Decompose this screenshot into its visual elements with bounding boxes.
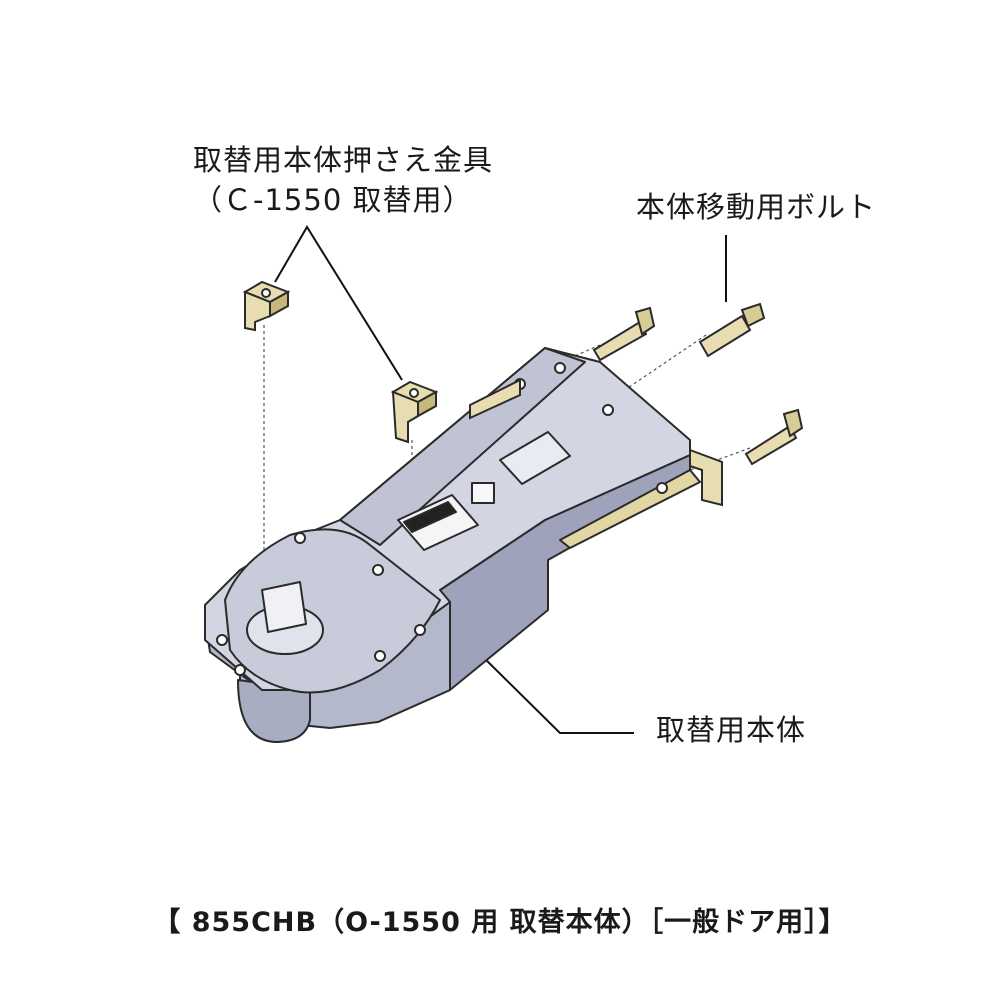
bolt-spacer	[698, 302, 766, 358]
replacement-body	[204, 347, 701, 743]
end-bracket	[469, 378, 723, 507]
body-cylinder	[237, 679, 311, 743]
body-holes	[216, 362, 668, 676]
bolt-right	[744, 408, 804, 466]
body-label-plate	[397, 494, 479, 551]
retainer-label-line1: 取替用本体押さえ金具	[193, 143, 494, 177]
retainer-label-line2: （Ｃ-1550 取替用）	[193, 183, 473, 217]
body-label-band	[403, 501, 457, 533]
leader-body	[477, 651, 634, 734]
leader-lines	[274, 225, 727, 734]
bolt-label: 本体移動用ボルト	[636, 190, 877, 224]
spindle-shaft	[261, 581, 307, 633]
body-logo	[471, 482, 495, 504]
body-window	[499, 431, 571, 485]
retainer-bracket-2	[390, 380, 439, 444]
retainer-bracket-1	[242, 280, 291, 332]
bolt-left	[592, 306, 656, 362]
product-caption: 【 855CHB（O-1550 用 取替本体）［一般ドア用］】	[153, 907, 847, 938]
leader-retainer	[274, 225, 403, 381]
body-label: 取替用本体	[656, 713, 807, 747]
